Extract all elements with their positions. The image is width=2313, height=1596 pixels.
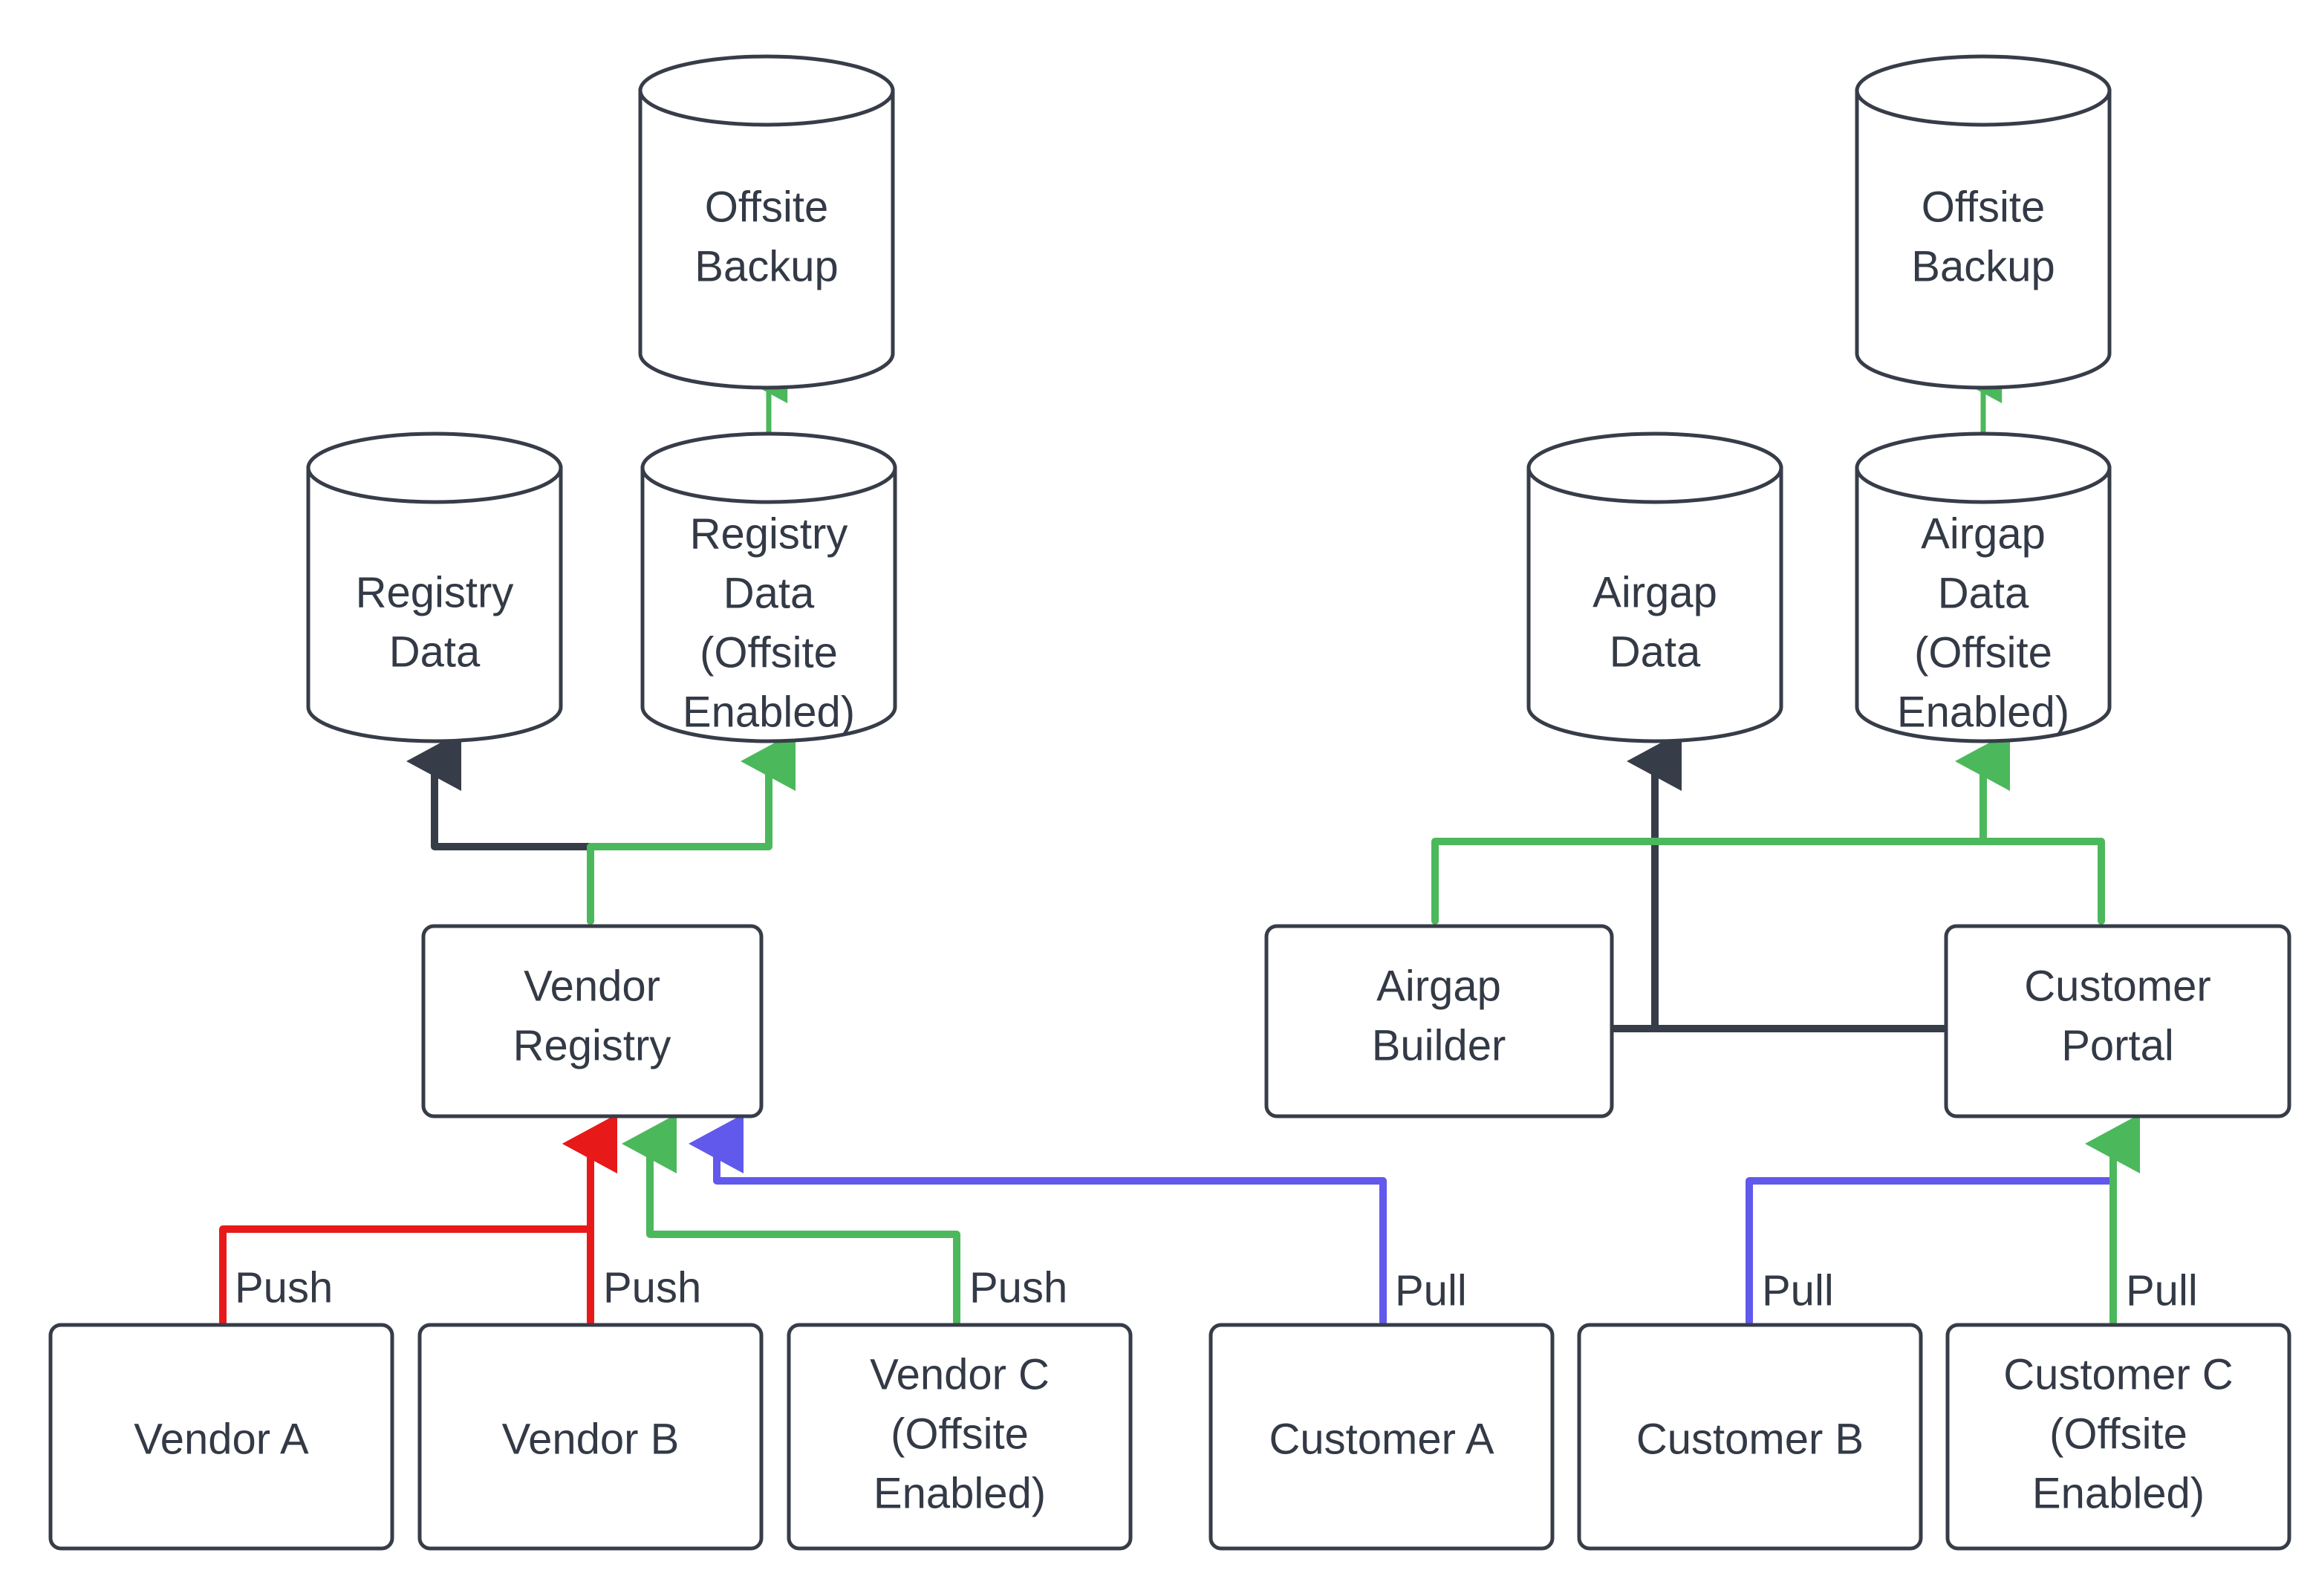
edge-label-push-vendor-b: Push xyxy=(603,1263,701,1312)
node-label-line: Vendor A xyxy=(134,1415,309,1463)
node-label-line: Customer A xyxy=(1269,1415,1494,1463)
edges-layer xyxy=(219,361,2140,1326)
edge-green-bus-airgap xyxy=(1431,838,2105,925)
node-registry-data-offsite[interactable]: Registry Data (Offsite Enabled) xyxy=(640,431,897,743)
node-label-line: Enabled) xyxy=(1897,688,2069,736)
node-label-line: Offsite xyxy=(1922,183,2046,231)
node-label-line: Airgap xyxy=(1921,509,2046,558)
edge-customer-a-pull xyxy=(689,1113,1387,1326)
node-label-line: Enabled) xyxy=(2032,1469,2205,1517)
node-label-line: Registry xyxy=(513,1021,671,1069)
edge-vendor-registry-to-registry-data xyxy=(406,731,594,925)
node-registry-data[interactable]: Registry Data xyxy=(306,431,563,743)
node-customer-c[interactable]: Customer C (Offsite Enabled) xyxy=(1945,1323,2291,1551)
node-airgap-builder[interactable]: Airgap Builder xyxy=(1264,924,1614,1118)
node-vendor-registry[interactable]: Vendor Registry xyxy=(421,924,764,1118)
edge-vendor-c-push xyxy=(622,1113,960,1326)
node-label-line: (Offsite xyxy=(2049,1410,2187,1458)
node-label-line: Customer xyxy=(2024,962,2210,1010)
node-airgap-data[interactable]: Airgap Data xyxy=(1526,431,1783,743)
edge-customer-b-pull xyxy=(1746,1177,2117,1326)
edge-vendor-registry-to-registry-data-offsite xyxy=(587,731,796,925)
node-label-line: (Offsite xyxy=(1914,628,2052,677)
node-label-line: Portal xyxy=(2061,1021,2174,1069)
node-customer-a[interactable]: Customer A xyxy=(1208,1323,1555,1551)
node-vendor-c[interactable]: Vendor C (Offsite Enabled) xyxy=(787,1323,1133,1551)
node-label-line: Enabled) xyxy=(683,688,855,736)
node-label-line: Registry xyxy=(356,568,514,616)
edge-label-pull-customer-c: Pull xyxy=(2126,1266,2198,1315)
node-airgap-data-offsite[interactable]: Airgap Data (Offsite Enabled) xyxy=(1855,431,2112,743)
edge-label-push-vendor-a: Push xyxy=(235,1263,333,1312)
node-label-line: Backup xyxy=(694,242,838,290)
node-customer-portal[interactable]: Customer Portal xyxy=(1944,924,2291,1118)
node-label-line: Data xyxy=(723,569,815,617)
node-label-line: (Offsite xyxy=(700,628,838,677)
edge-label-pull-customer-a: Pull xyxy=(1395,1266,1467,1315)
node-label-line: (Offsite xyxy=(891,1410,1029,1458)
node-vendor-a[interactable]: Vendor A xyxy=(48,1323,394,1551)
edge-label-pull-customer-b: Pull xyxy=(1762,1266,1834,1315)
node-label-line: Offsite xyxy=(705,183,829,231)
node-label-line: Data xyxy=(1938,569,2029,617)
edge-labels-layer: Push Push Push Pull Pull Pull xyxy=(235,1263,2198,1315)
node-label-line: Vendor B xyxy=(502,1415,680,1463)
node-offsite-backup-left[interactable]: Offsite Backup xyxy=(638,54,895,390)
node-label-line: Registry xyxy=(690,509,848,558)
node-label-line: Enabled) xyxy=(874,1469,1046,1517)
node-label-line: Backup xyxy=(1911,242,2055,290)
edge-label-push-vendor-c: Push xyxy=(969,1263,1067,1312)
node-label-line: Data xyxy=(389,628,481,676)
node-vendor-b[interactable]: Vendor B xyxy=(417,1323,764,1551)
node-label-line: Airgap xyxy=(1376,962,1501,1010)
node-label-line: Airgap xyxy=(1593,568,1717,616)
node-label-line: Customer C xyxy=(2003,1350,2233,1398)
node-label-line: Data xyxy=(1610,628,1701,676)
node-customer-b[interactable]: Customer B xyxy=(1577,1323,1923,1551)
node-label-line: Builder xyxy=(1372,1021,1506,1069)
node-label-line: Vendor xyxy=(524,962,660,1010)
node-label-line: Vendor C xyxy=(870,1350,1050,1398)
node-offsite-backup-right[interactable]: Offsite Backup xyxy=(1855,54,2112,390)
node-label-line: Customer B xyxy=(1636,1415,1864,1463)
